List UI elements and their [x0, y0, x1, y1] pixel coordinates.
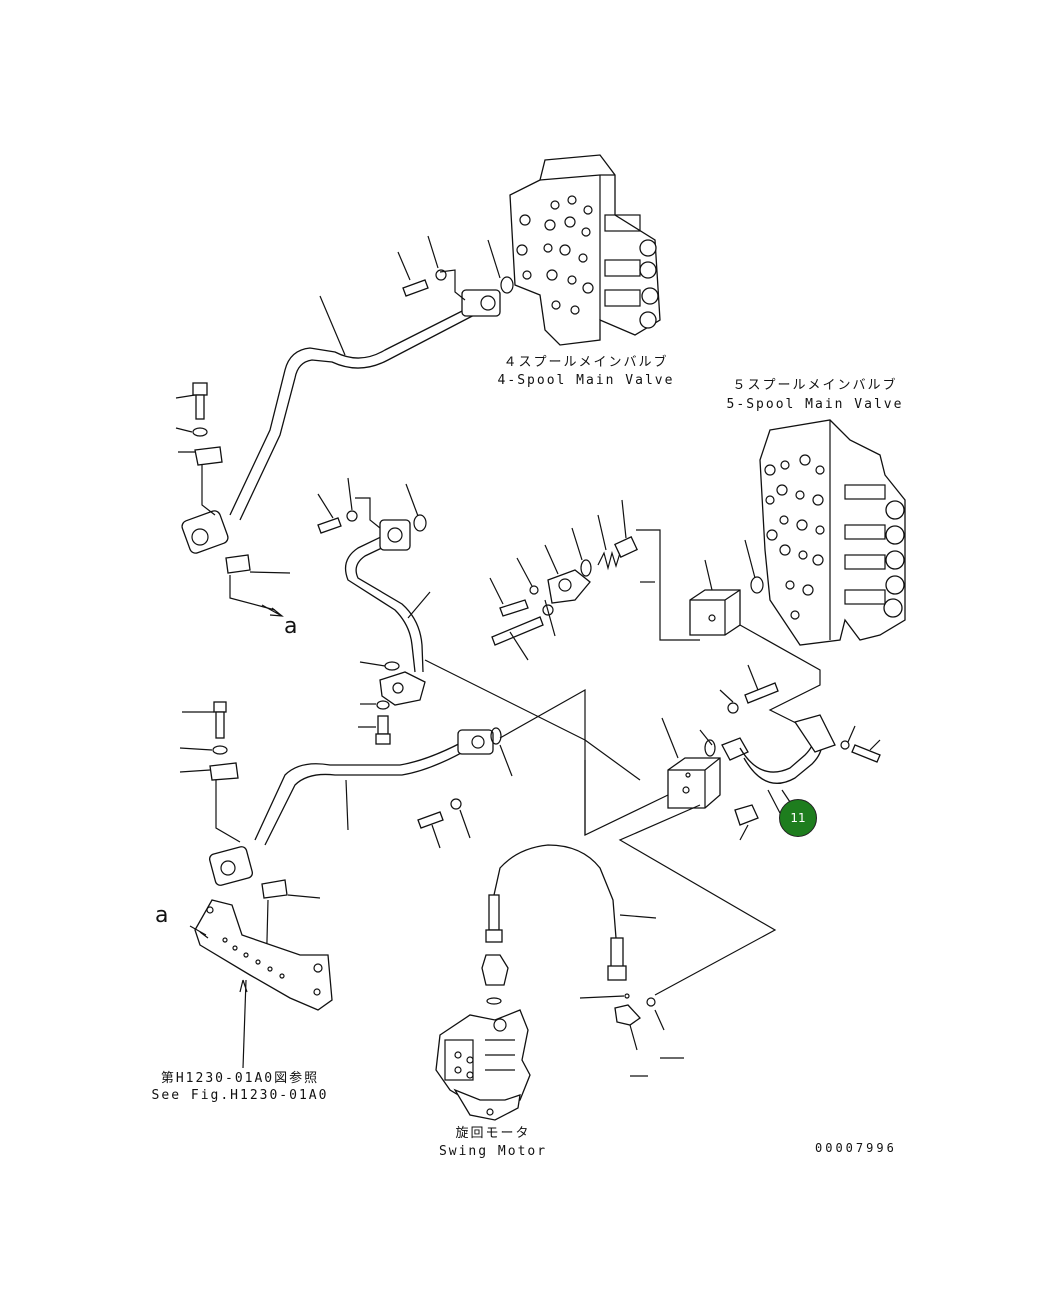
swing-motor-label-en: Swing Motor — [438, 1144, 548, 1159]
main-valve-5-spool — [759, 419, 906, 646]
view-a-indicator: a — [284, 614, 298, 639]
figure-ref-en: See Fig.H1230-01A0 — [151, 1088, 329, 1103]
main-valve-4-spool — [509, 154, 661, 346]
lower-tube-assembly — [179, 688, 586, 981]
main-valve-4-label-en: 4-Spool Main Valve — [497, 373, 675, 388]
center-fittings — [489, 499, 700, 661]
main-valve-5-label-en: 5-Spool Main Valve — [726, 397, 904, 412]
main-valve-4-label-jp: ４スプールメインバルブ — [503, 355, 669, 370]
swing-motor-label-jp: 旋回モータ — [455, 1126, 531, 1141]
valve-4-spool-caps — [604, 214, 659, 329]
valve-block-lower — [584, 664, 881, 996]
valve-block-upper — [689, 539, 821, 726]
swing-motor — [435, 1009, 531, 1121]
valve-5-spool-caps — [844, 484, 905, 618]
upper-tube-assembly — [175, 235, 514, 617]
figure-ref-jp: 第H1230-01A0図参照 — [160, 1071, 320, 1086]
valve-5-ports — [764, 454, 825, 620]
valve-4-ports — [516, 195, 594, 315]
swing-motor-hose — [481, 844, 684, 1077]
view-a-marker: a — [155, 903, 169, 928]
callout-leader — [767, 789, 782, 816]
mounting-plate — [189, 899, 333, 1069]
main-valve-5-label-jp: ５スプールメインバルブ — [732, 378, 898, 393]
drawing-number: 00007996 — [815, 1141, 897, 1155]
part-callout-11[interactable]: 11 — [779, 799, 817, 837]
middle-tube-assembly — [317, 477, 641, 781]
